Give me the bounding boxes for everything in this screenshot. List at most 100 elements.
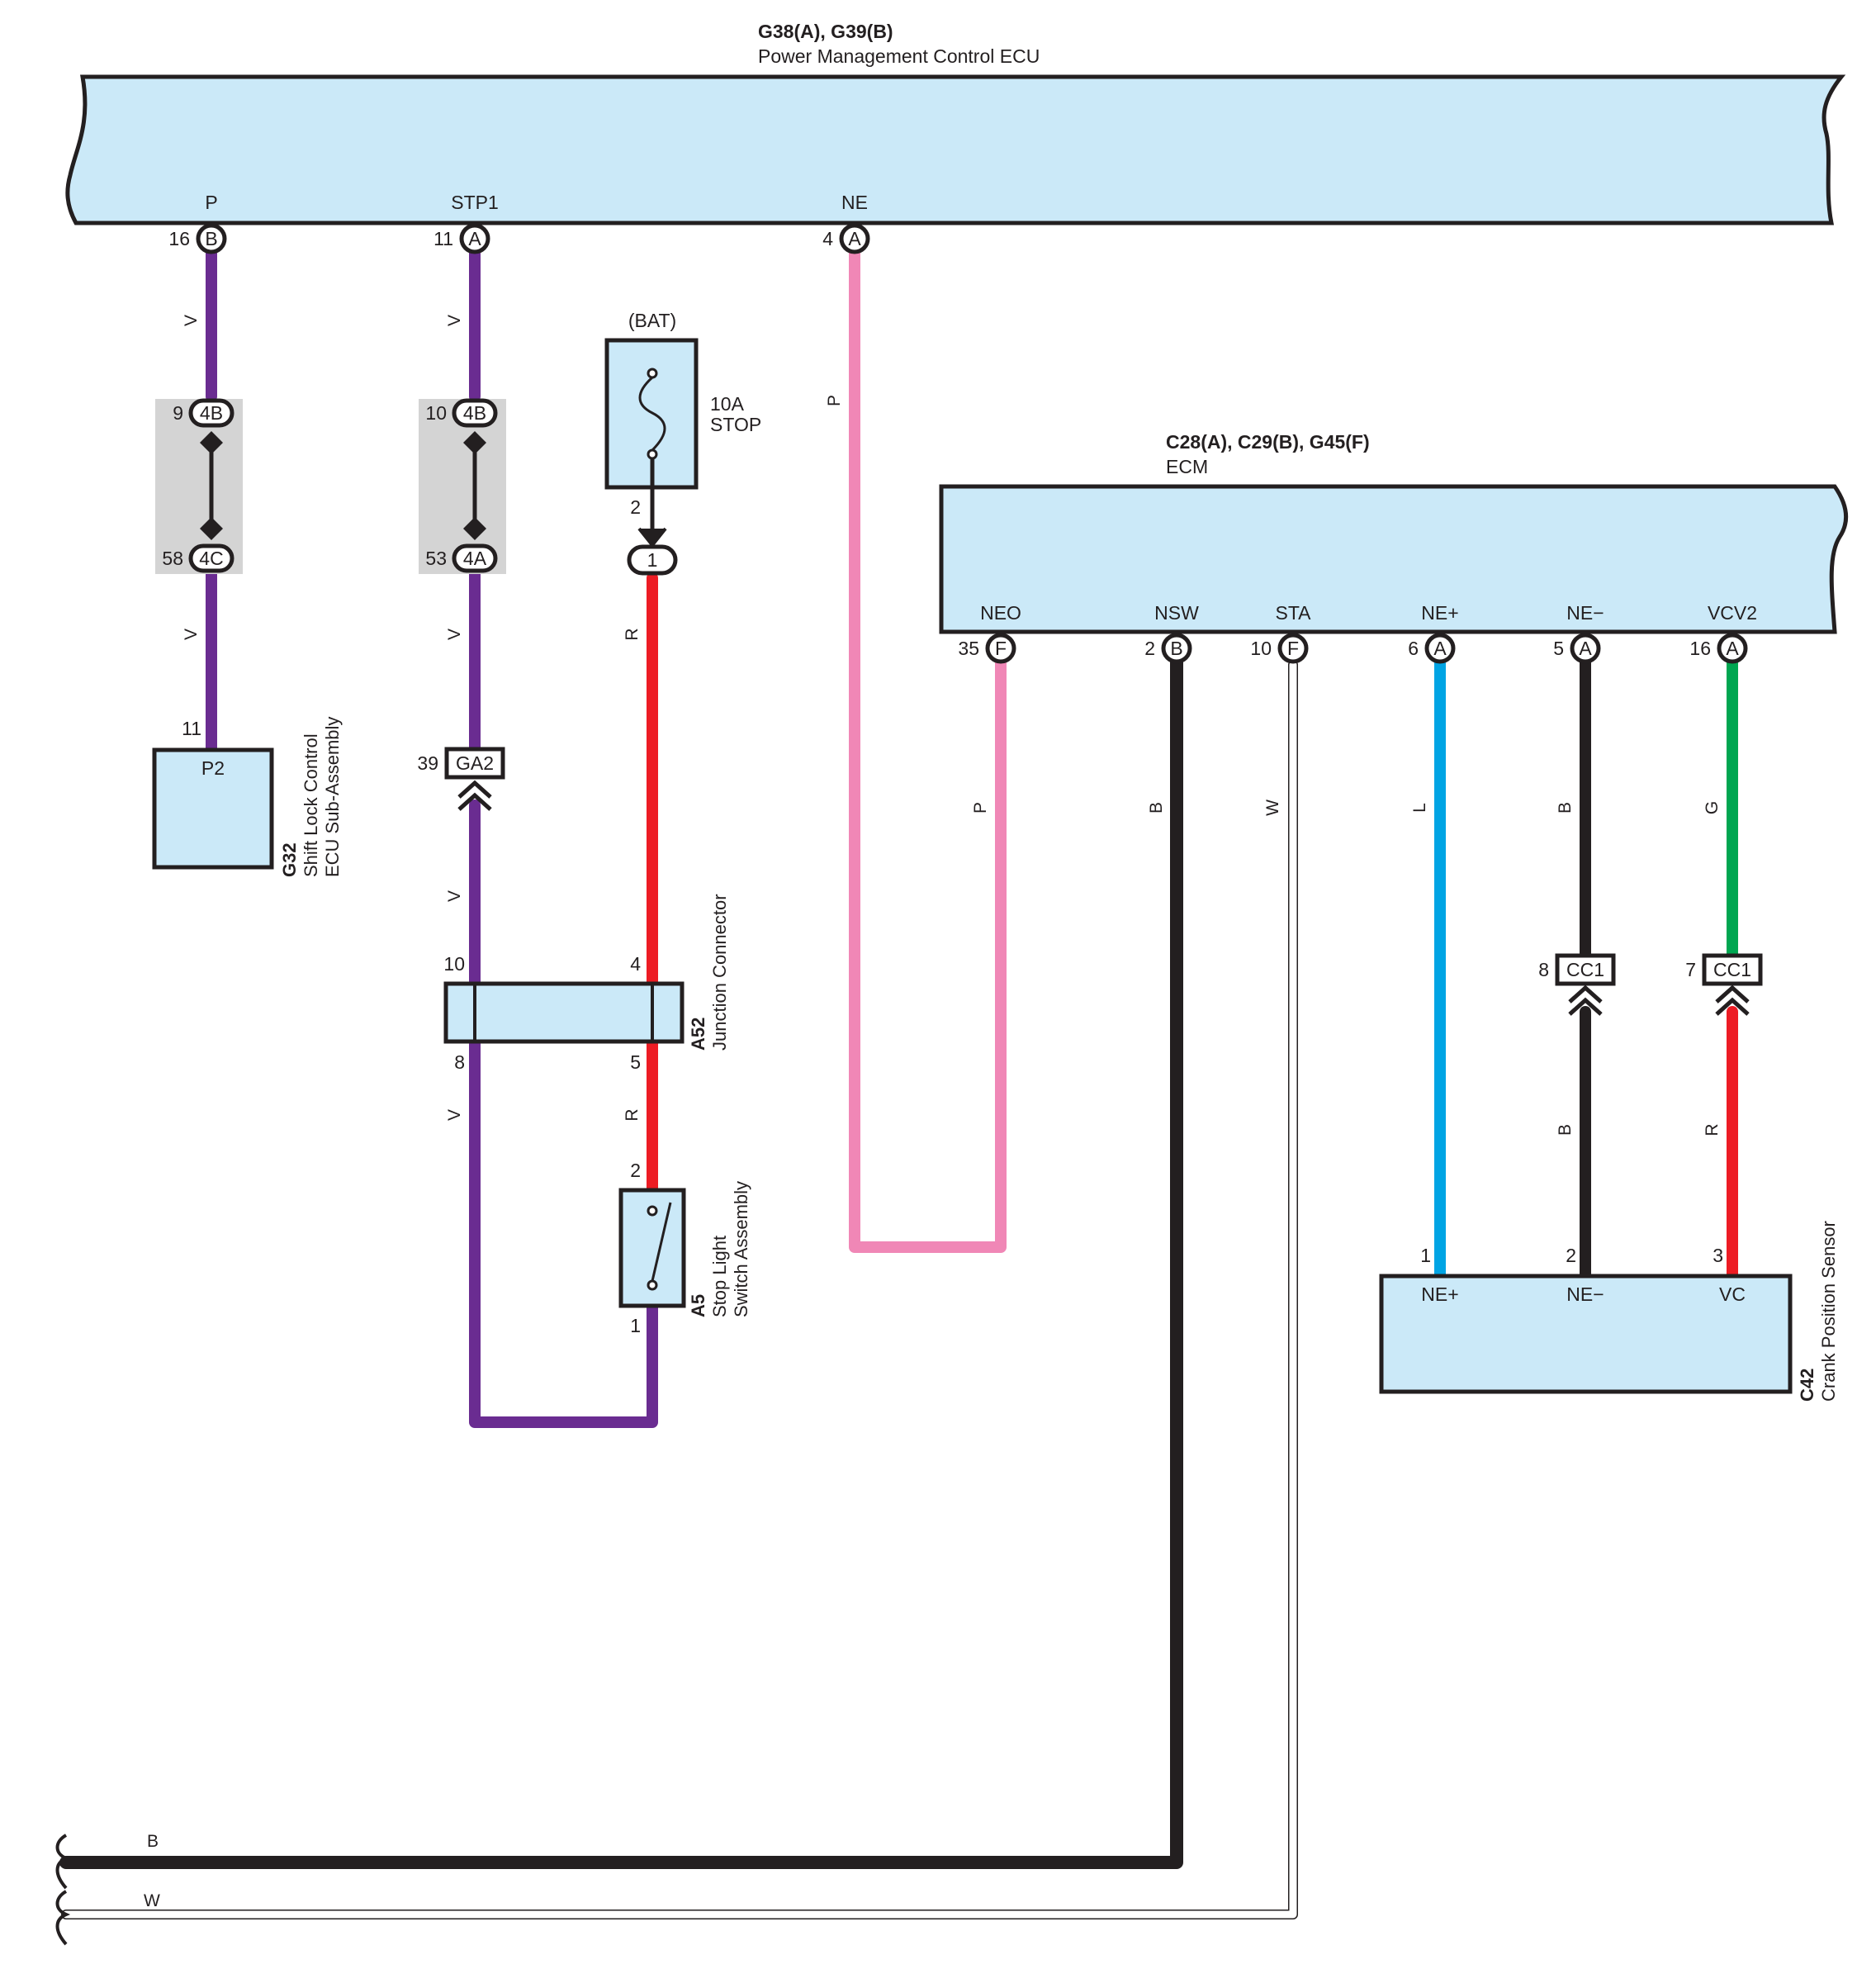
fuse-10a-stop: (BAT) 10A STOP 2 1	[604, 310, 761, 576]
ecm-name: ECM	[1166, 456, 1208, 477]
terminal-neo: NEO	[980, 602, 1021, 624]
cc1-ne-pin: 8	[1538, 959, 1549, 980]
terminal-p: P	[205, 192, 217, 213]
inline-connector-stp: 4B 10 4A 53	[419, 398, 506, 574]
label-nsw-b: B	[1147, 802, 1166, 814]
pin-circle-ne	[839, 223, 870, 254]
fuse-out-pin: 2	[630, 496, 641, 518]
conn-stp-bottom-id: 4A	[463, 548, 487, 569]
wire-stp-bottom	[469, 1035, 658, 1428]
label-p-upper: V	[182, 315, 201, 326]
label-bottom-w: W	[144, 1891, 160, 1910]
c42-name: Crank Position Sensor	[1818, 1221, 1839, 1402]
a5-name-2: Switch Assembly	[731, 1181, 751, 1317]
label-vc-r: R	[1703, 1123, 1722, 1136]
a5-name-1: Stop Light	[709, 1236, 730, 1317]
wire-color-labels: V V V V V V R R P P B W L B B G R B W	[144, 315, 1722, 1910]
pin-circle-vcv2	[1717, 633, 1748, 664]
c42-pin-1: 1	[1420, 1245, 1431, 1266]
conn-stp-bottom-pin: 53	[425, 548, 447, 569]
c42-term-ne-plus: NE+	[1421, 1283, 1458, 1305]
ecm-pins: F 35 B 2 F 10 A 6 A 5 A 16	[958, 633, 1748, 664]
pin-circle-nsw	[1161, 633, 1192, 664]
ga2-id: GA2	[456, 752, 494, 774]
pin-conn-ne-minus: A	[1579, 638, 1592, 659]
fuse-source: (BAT)	[628, 310, 676, 331]
conn-p-bottom-id: 4C	[199, 548, 223, 569]
c42-pin-3: 3	[1713, 1245, 1723, 1266]
pin-conn-nsw: B	[1170, 638, 1182, 659]
label-a5-r: R	[623, 1108, 642, 1121]
wires	[59, 242, 1738, 1919]
ecm-connectors: C28(A), C29(B), G45(F)	[1166, 431, 1370, 453]
label-bottom-b: B	[147, 1832, 159, 1851]
fuse-in-pin: 1	[647, 549, 658, 571]
pin-conn-ne: A	[848, 228, 861, 249]
label-stp-bottom: V	[445, 1109, 464, 1121]
terminal-nsw: NSW	[1154, 602, 1199, 624]
a52-pin-tr: 4	[630, 953, 641, 975]
label-fuse-r: R	[623, 628, 642, 640]
c42-term-ne-minus: NE−	[1566, 1283, 1604, 1305]
a52-pin-bl: 8	[454, 1051, 465, 1073]
label-nem-b-lower: B	[1556, 1124, 1575, 1136]
a5-pin-top: 2	[630, 1160, 641, 1181]
connector-ga2: GA2 39	[417, 747, 505, 811]
conn-p-top-pin: 9	[173, 402, 183, 424]
wire-break-symbols	[55, 1834, 71, 1946]
cc1-vc-id: CC1	[1713, 959, 1751, 980]
pin-conn-vcv2: A	[1726, 638, 1739, 659]
pin-num-p: 16	[168, 228, 190, 249]
pin-conn-neo: F	[995, 638, 1007, 659]
pm-ecu-name: Power Management Control ECU	[758, 45, 1040, 67]
g32-name-2: ECU Sub-Assembly	[322, 717, 343, 877]
a52-junction-connector: 10 4 8 5 A52 Junction Connector	[443, 894, 730, 1073]
cc1-vc-pin: 7	[1685, 959, 1696, 980]
label-stp-low: V	[445, 890, 464, 902]
pin-circle-stp1	[459, 223, 490, 254]
terminal-ne-minus: NE−	[1566, 602, 1604, 624]
c42-term-vc: VC	[1719, 1283, 1746, 1305]
g32-pin: 11	[182, 718, 201, 739]
pin-conn-stp1: A	[468, 228, 481, 249]
fuse-name: STOP	[710, 414, 761, 435]
terminal-sta: STA	[1275, 602, 1311, 624]
a5-id: A5	[688, 1294, 708, 1317]
label-ne-p: P	[825, 395, 844, 406]
ecm: C28(A), C29(B), G45(F) ECM NEO NSW STA N…	[939, 431, 1849, 634]
pin-circle-p	[196, 223, 227, 254]
label-nem-b-upper: B	[1556, 802, 1575, 814]
pin-num-ne-plus: 6	[1408, 638, 1419, 659]
conn-stp-top-id: 4B	[463, 402, 486, 424]
a52-pin-br: 5	[630, 1051, 641, 1073]
label-sta-w: W	[1263, 799, 1282, 816]
label-neo-p: P	[971, 802, 990, 814]
terminal-vcv2: VCV2	[1708, 602, 1757, 624]
wire-nsw-black	[59, 654, 1183, 1869]
label-stp-upper: V	[445, 315, 464, 326]
conn-p-top-id: 4B	[200, 402, 223, 424]
inline-connector-p: 4B 9 4C 58	[155, 398, 243, 574]
cc1-ne-id: CC1	[1566, 959, 1604, 980]
g32-id: G32	[279, 842, 300, 877]
pm-ecu-connectors: G38(A), G39(B)	[758, 21, 893, 42]
conn-stp-top-pin: 10	[425, 402, 447, 424]
pin-conn-ne-plus: A	[1433, 638, 1447, 659]
wire-ne-pink	[849, 242, 1007, 1253]
a5-stop-light-switch: 2 1 A5 Stop Light Switch Assembly	[618, 1160, 751, 1336]
label-vc-g: G	[1703, 801, 1722, 814]
label-stp-mid: V	[445, 629, 464, 640]
a52-id: A52	[688, 1018, 708, 1051]
a5-pin-bottom: 1	[630, 1315, 641, 1336]
pin-num-neo: 35	[958, 638, 979, 659]
pin-circle-neo	[985, 633, 1016, 664]
a52-pin-tl: 10	[443, 953, 465, 975]
pin-num-vcv2: 16	[1689, 638, 1711, 659]
connector-cc1-vc: CC1 7	[1685, 953, 1763, 1016]
a52-name: Junction Connector	[709, 894, 730, 1051]
c42-id: C42	[1797, 1369, 1817, 1402]
g32-name-1: Shift Lock Control	[301, 733, 321, 877]
pin-num-nsw: 2	[1144, 638, 1155, 659]
pin-num-ne: 4	[822, 228, 833, 249]
pin-conn-p: B	[205, 228, 217, 249]
